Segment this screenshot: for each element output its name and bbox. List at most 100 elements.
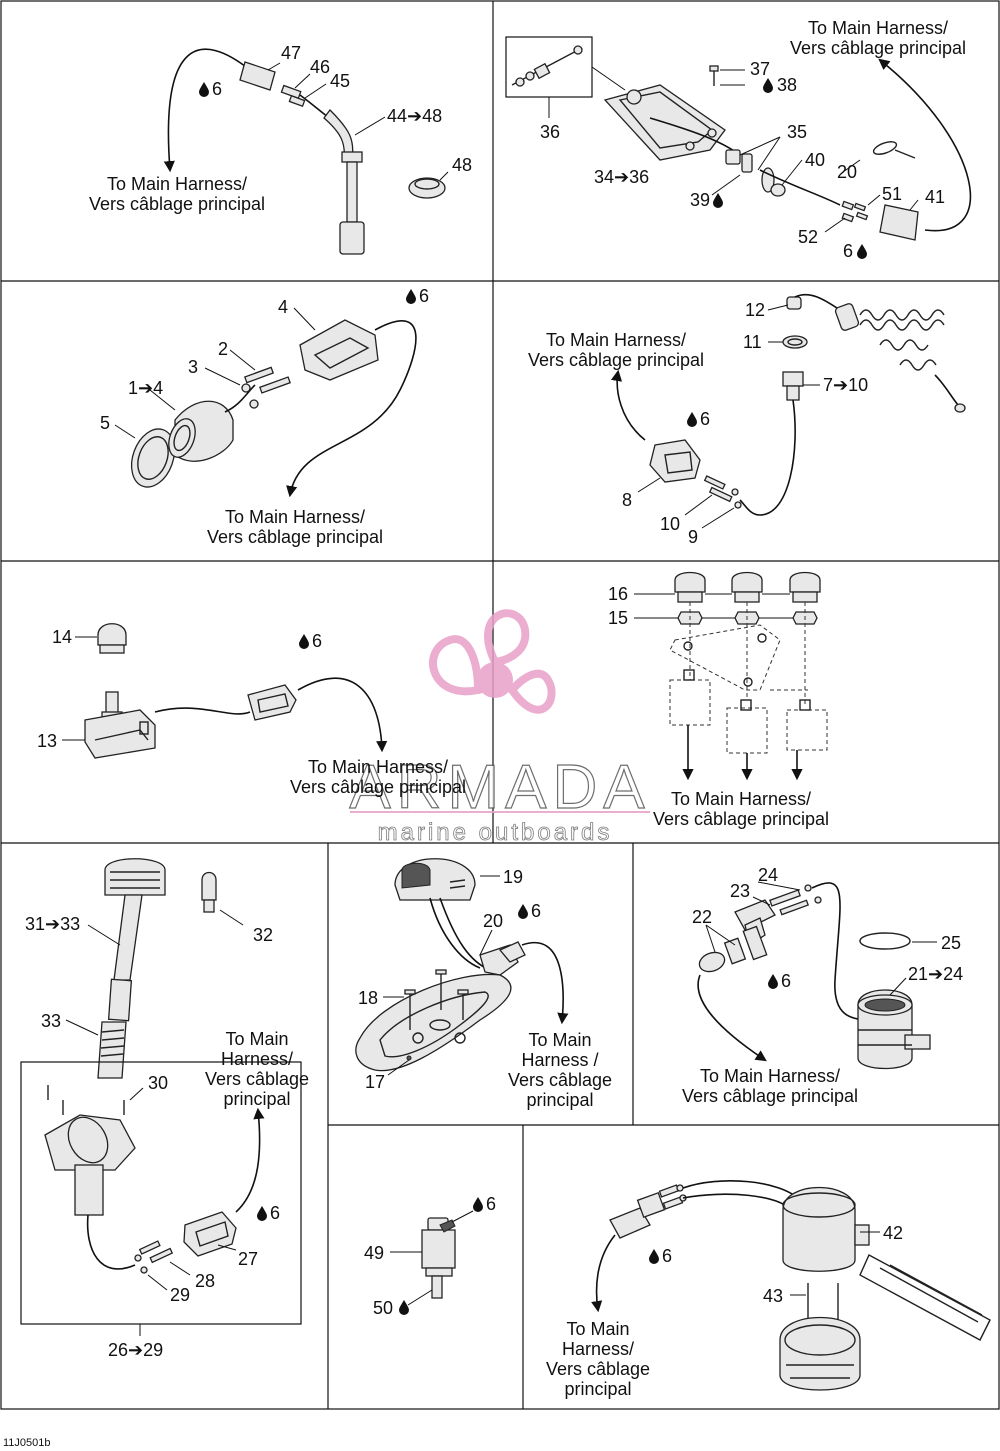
harness-label-line1: To Main Harness/ [225, 507, 365, 527]
watermark-brand: ARMADA [349, 753, 650, 822]
part-51: 51 [882, 184, 902, 204]
part-7-10: 7➔10 [823, 375, 868, 395]
part-13: 13 [37, 731, 57, 751]
harness-stacked-4: principal [223, 1089, 290, 1109]
harness-stacked-alt-2: Harness / [521, 1050, 598, 1070]
propeller-logo-icon [429, 609, 556, 714]
part-30: 30 [148, 1073, 168, 1093]
harness-label-line1: To Main Harness/ [671, 789, 811, 809]
part-6: 6 [212, 79, 222, 99]
part-39: 39 [690, 190, 710, 210]
panel-fuel-sender: 6 47 46 45 44➔48 48 To Main Harness/ Ver… [89, 43, 472, 255]
part-11: 11 [743, 332, 762, 352]
part-12: 12 [745, 300, 765, 320]
harness-stacked-1: To Main [225, 1029, 288, 1049]
rotary-knobs [674, 571, 821, 625]
part-25: 25 [941, 933, 961, 953]
part-18: 18 [358, 988, 378, 1008]
part-40: 40 [805, 150, 825, 170]
part-15: 15 [608, 608, 628, 628]
part-6-top: 6 [843, 241, 853, 261]
panel-socket: 1➔4 3 2 4 5 6 To Main Harness/ Vers câbl… [100, 286, 429, 547]
part-42: 42 [883, 1223, 903, 1243]
part-26-29: 26➔29 [108, 1340, 163, 1360]
part-6-p7: 6 [270, 1203, 280, 1223]
part-45: 45 [330, 71, 350, 91]
part-6-p3: 6 [419, 286, 429, 306]
part-24: 24 [758, 865, 778, 885]
panel-push-switch: 14 13 6 To Main Harness/ Vers câblage pr… [37, 623, 466, 797]
panel-sensor-bracket: 36 34➔36 37 38 35 40 20 39 51 41 52 6 To… [505, 18, 972, 261]
harness-label-line1: To Main Harness/ [546, 330, 686, 350]
harness-label-line2: Vers câblage principal [528, 350, 704, 370]
harness-label-line1: To Main Harness/ [107, 174, 247, 194]
harness-stacked-alt-3: Vers câblage [508, 1070, 612, 1090]
part-6-p11: 6 [662, 1246, 672, 1266]
part-2: 2 [218, 339, 228, 359]
part-5: 5 [100, 413, 110, 433]
part-17: 17 [365, 1072, 385, 1092]
part-31-33: 31➔33 [25, 914, 80, 934]
part-38: 38 [777, 75, 797, 95]
part-34-36: 34➔36 [594, 167, 649, 187]
harness-stacked-3: Vers câblage [546, 1359, 650, 1379]
harness-label-line2: Vers câblage principal [89, 194, 265, 214]
watermark-tagline: marine outboards [378, 819, 613, 846]
watermark: ARMADA marine outboards [349, 609, 650, 846]
part-10: 10 [660, 514, 680, 534]
harness-label-line1: To Main Harness/ [308, 757, 448, 777]
part-8: 8 [622, 490, 632, 510]
part-16: 16 [608, 584, 628, 604]
part-22: 22 [692, 907, 712, 927]
part-20: 20 [483, 911, 503, 931]
panel-bilge-pump: 42 43 6 To Main Harness/ Vers câblage pr… [546, 1180, 991, 1399]
part-1-4: 1➔4 [128, 378, 163, 398]
harness-stacked-4: principal [564, 1379, 631, 1399]
part-4: 4 [278, 297, 288, 317]
part-44-48: 44➔48 [387, 106, 442, 126]
panel-rotary-switches: 16 15 To Main Harness/ Vers câblage prin… [608, 571, 829, 829]
part-50: 50 [373, 1298, 393, 1318]
panel-horn: 24 23 22 25 21➔24 6 To Main Harness/ Ver… [682, 865, 963, 1106]
harness-label-line2: Vers câblage principal [207, 527, 383, 547]
part-23: 23 [730, 881, 750, 901]
part-19: 19 [503, 867, 523, 887]
panel-frames [0, 0, 1000, 1410]
part-9: 9 [688, 527, 698, 547]
part-27: 27 [238, 1249, 258, 1269]
panel-temp-sensor: 49 50 6 [364, 1194, 496, 1318]
part-3: 3 [188, 357, 198, 377]
part-14: 14 [52, 627, 72, 647]
panel-courtesy-light: 19 20 6 18 17 To Main Harness / Vers câb… [355, 858, 612, 1110]
part-6-p8: 6 [531, 901, 541, 921]
harness-label-line2: Vers câblage principal [290, 777, 466, 797]
part-49: 49 [364, 1243, 384, 1263]
harness-stacked-alt-4: principal [526, 1090, 593, 1110]
harness-stacked-2: Harness/ [562, 1339, 634, 1359]
harness-label-line1: To Main Harness/ [808, 18, 948, 38]
harness-label-line1: To Main Harness/ [700, 1066, 840, 1086]
part-29: 29 [170, 1285, 190, 1305]
part-37: 37 [750, 59, 770, 79]
part-46: 46 [310, 57, 330, 77]
harness-label-line2: Vers câblage principal [790, 38, 966, 58]
harness-stacked-1: To Main [566, 1319, 629, 1339]
part-6-p4: 6 [700, 409, 710, 429]
harness-label-line2: Vers câblage principal [653, 809, 829, 829]
part-21-24: 21➔24 [908, 964, 963, 984]
part-41: 41 [925, 187, 945, 207]
panel-lanyard: 12 11 7➔10 8 10 9 6 To Main Harness/ Ver… [528, 293, 966, 547]
part-33: 33 [41, 1011, 61, 1031]
part-6-p10: 6 [486, 1194, 496, 1214]
part-35: 35 [787, 122, 807, 142]
part-43: 43 [763, 1286, 783, 1306]
panel-nav-light: 31➔33 32 33 30 27 28 29 26➔29 6 To Main … [20, 858, 309, 1360]
part-36: 36 [540, 122, 560, 142]
part-6-p5: 6 [312, 631, 322, 651]
harness-stacked-2: Harness/ [221, 1049, 293, 1069]
harness-stacked-3: Vers câblage [205, 1069, 309, 1089]
part-20-top: 20 [837, 162, 857, 182]
part-48: 48 [452, 155, 472, 175]
part-28: 28 [195, 1271, 215, 1291]
